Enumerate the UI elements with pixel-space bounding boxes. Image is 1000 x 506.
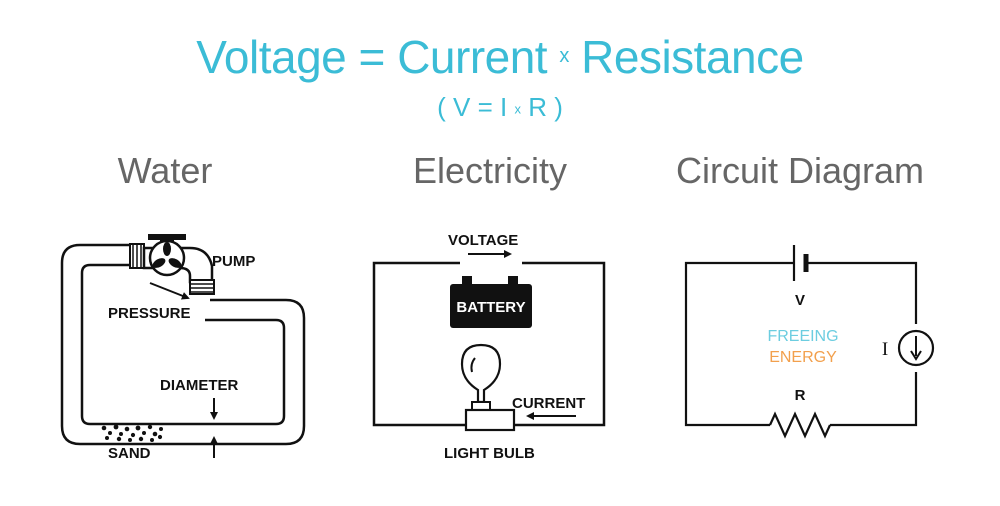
freeing-label: FREEING bbox=[767, 328, 838, 345]
pump-label: PUMP bbox=[212, 253, 255, 270]
subtitle-equals: = bbox=[477, 92, 493, 122]
sand-label: SAND bbox=[108, 445, 151, 462]
title-voltage: Voltage bbox=[196, 31, 347, 83]
pressure-arrow bbox=[149, 282, 190, 300]
circuit-r-label: R bbox=[795, 387, 806, 404]
resistor-symbol bbox=[768, 411, 832, 439]
light-bulb-icon bbox=[460, 343, 516, 432]
subtitle-times: x bbox=[514, 101, 521, 117]
battery-symbol bbox=[792, 245, 809, 281]
pressure-label: PRESSURE bbox=[108, 305, 191, 322]
electricity-heading: Electricity bbox=[412, 150, 568, 191]
electric-wire bbox=[372, 261, 606, 427]
title-times: x bbox=[559, 45, 569, 68]
subtitle-close-paren: ) bbox=[554, 92, 563, 122]
electricity-diagram: VOLTAGE BATTERY CURRENT LIGHT BULB bbox=[372, 232, 606, 462]
title-resistance: Resistance bbox=[581, 31, 804, 83]
formula-subtitle: ( V = I x R ) bbox=[0, 92, 1000, 123]
subtitle-i: I bbox=[500, 92, 508, 122]
battery-icon bbox=[450, 276, 532, 328]
water-diagram: PUMP PRESSURE DIAMETER SAND bbox=[60, 234, 306, 462]
subtitle-open-paren: ( bbox=[437, 92, 446, 122]
title-equals: = bbox=[358, 31, 386, 83]
battery-label: BATTERY bbox=[456, 299, 525, 316]
circuit-diagram: V FREEING ENERGY I R bbox=[684, 245, 935, 439]
circuit-heading: Circuit Diagram bbox=[675, 150, 925, 191]
light-bulb-label: LIGHT BULB bbox=[444, 445, 535, 462]
circuit-v-label: V bbox=[795, 292, 805, 309]
current-source-icon bbox=[897, 329, 935, 367]
formula-title: Voltage = Current x Resistance bbox=[0, 30, 1000, 84]
voltage-label: VOLTAGE bbox=[448, 232, 518, 249]
circuit-wire bbox=[684, 261, 918, 427]
water-heading: Water bbox=[117, 150, 213, 191]
water-pipe-inner bbox=[80, 263, 286, 426]
energy-label: ENERGY bbox=[769, 349, 837, 366]
water-pipe-outer bbox=[60, 243, 306, 446]
title-current: Current bbox=[397, 31, 548, 83]
sand-particles bbox=[101, 424, 163, 442]
diameter-label: DIAMETER bbox=[160, 377, 239, 394]
circuit-i-label: I bbox=[882, 339, 888, 360]
pump-icon bbox=[129, 234, 215, 295]
current-label: CURRENT bbox=[512, 395, 585, 412]
subtitle-v: V bbox=[453, 92, 471, 122]
subtitle-r: R bbox=[528, 92, 547, 122]
